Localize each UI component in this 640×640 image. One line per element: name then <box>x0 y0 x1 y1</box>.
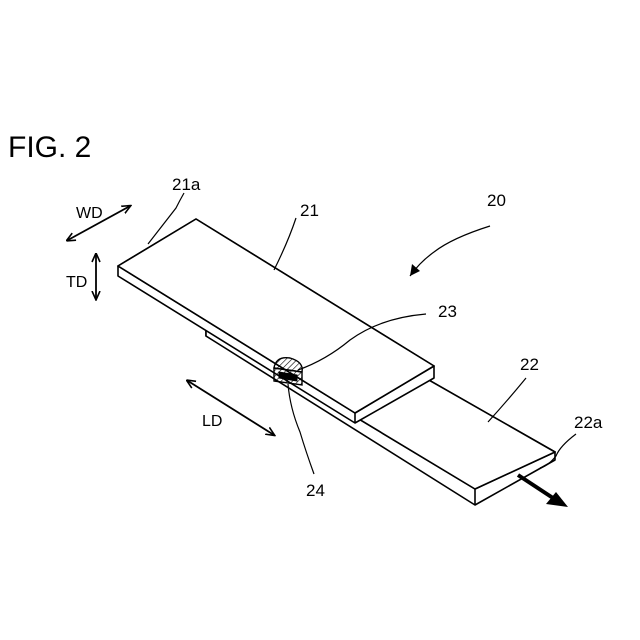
first-plate <box>118 219 434 423</box>
leader-21 <box>274 218 296 270</box>
ref-20: 20 <box>487 191 506 210</box>
thickness-direction-label: TD <box>66 274 87 291</box>
ref-22: 22 <box>520 355 539 374</box>
ref-21: 21 <box>300 201 319 220</box>
ref-21a: 21a <box>172 175 201 194</box>
leader-20 <box>410 226 490 276</box>
width-direction-label: WD <box>76 205 103 222</box>
double-arrow-icon <box>188 381 274 435</box>
figure-label: FIG. 2 <box>8 131 91 164</box>
pull-arrow-icon <box>518 475 556 500</box>
length-direction-label: LD <box>202 413 222 430</box>
weld-region <box>274 358 302 385</box>
ref-24: 24 <box>306 481 325 500</box>
leader-22 <box>488 378 526 422</box>
ref-23: 23 <box>438 302 457 321</box>
ref-22a: 22a <box>574 413 603 432</box>
